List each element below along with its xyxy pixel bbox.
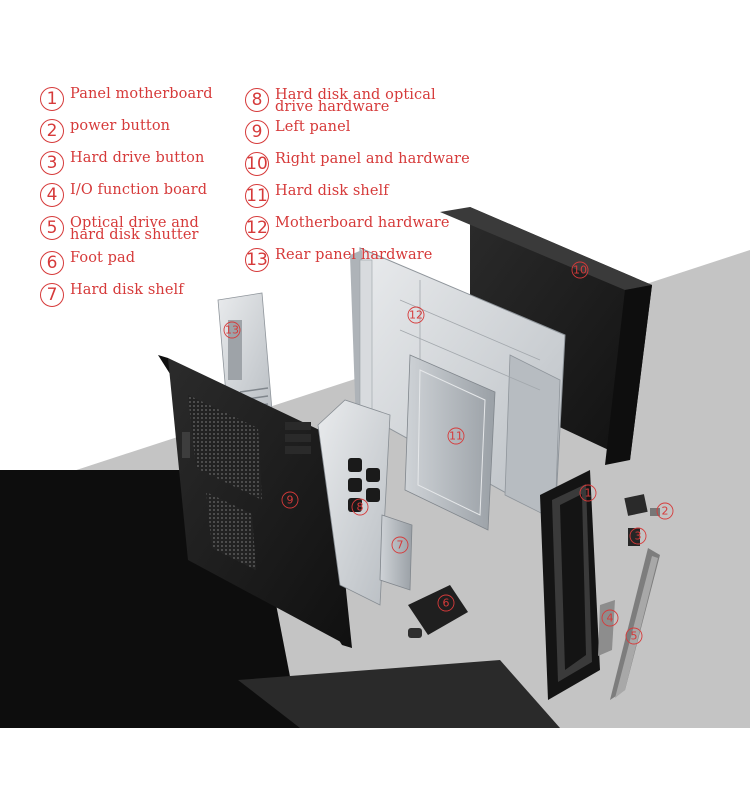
svg-text:3: 3 [635,530,642,543]
callout-1: 1 [579,484,597,502]
legend-number: 12 [245,216,269,240]
legend-item-3: 3 Hard drive button [40,151,204,175]
legend-number: 7 [40,283,64,307]
legend-item-6: 6 Foot pad [40,251,135,275]
legend-label: Hard disk and optical drive hardware [275,87,436,115]
legend-item-9: 9 Left panel [245,120,351,144]
foot-pad [408,585,468,638]
part-callouts: 10 12 13 11 9 8 7 6 1 2 3 4 5 [223,261,674,645]
callout-2: 2 [656,502,674,520]
callout-6: 6 [437,594,455,612]
legend-number: 6 [40,251,64,275]
legend-label: Motherboard hardware [275,215,450,231]
svg-text:9: 9 [287,494,294,507]
legend-number: 4 [40,183,64,207]
callout-12: 12 [407,306,425,324]
svg-text:7: 7 [397,539,404,552]
callout-11: 11 [447,427,465,445]
bottom-white [0,728,750,800]
legend-number: 9 [245,120,269,144]
svg-text:6: 6 [443,597,450,610]
small-parts [598,494,660,700]
svg-text:11: 11 [449,430,463,443]
drive-cage [285,399,391,606]
callout-4: 4 [601,609,619,627]
legend-label: Optical drive and hard disk shutter [70,215,199,243]
legend-item-8: 8 Hard disk and optical drive hardware [245,87,436,115]
callout-10: 10 [571,261,589,279]
legend-item-12: 12 Motherboard hardware [245,216,450,240]
legend-item-2: 2 power button [40,119,170,143]
legend-label: Rear panel hardware [275,247,433,263]
svg-text:4: 4 [607,612,614,625]
callout-8: 8 [351,498,369,516]
legend-label: Hard disk shelf [275,183,389,199]
callout-9: 9 [281,491,299,509]
legend-number: 2 [40,119,64,143]
front-panel [540,470,600,700]
legend-label: Foot pad [70,250,136,266]
callout-7: 7 [391,536,409,554]
svg-text:13: 13 [225,324,239,337]
legend-item-5: 5 Optical drive and hard disk shutter [40,215,199,243]
legend-label: Hard disk shelf [70,282,184,298]
dark-floor-band [238,660,560,728]
legend-item-7: 7 Hard disk shelf [40,283,184,307]
legend-number: 11 [245,184,269,208]
legend-item-10: 10 Right panel and hardware [245,152,470,176]
callout-3: 3 [629,527,647,545]
legend-item-1: 1 Panel motherboard [40,87,213,111]
callout-13: 13 [223,321,241,339]
svg-text:5: 5 [631,630,638,643]
legend-number: 1 [40,87,64,111]
hdd-shelf-7 [379,514,413,591]
parts-legend: 1 Panel motherboard 2 power button 3 Har… [0,0,750,307]
svg-text:8: 8 [357,501,364,514]
legend-label: Right panel and hardware [275,151,470,167]
legend-number: 3 [40,151,64,175]
svg-text:12: 12 [409,309,423,322]
legend-number: 5 [40,216,64,240]
legend-item-13: 13 Rear panel hardware [245,248,432,272]
legend-label: Left panel [275,119,351,135]
legend-number: 10 [245,152,269,176]
legend-number: 13 [245,248,269,272]
legend-label: power button [70,118,171,134]
legend-item-11: 11 Hard disk shelf [245,184,389,208]
legend-label: Panel motherboard [70,86,213,102]
left-panel [158,355,352,648]
svg-text:10: 10 [573,264,587,277]
svg-text:1: 1 [585,487,592,500]
legend-label: I/O function board [70,182,208,198]
legend-number: 8 [245,88,269,112]
hdd-shelf-11 [404,354,496,531]
legend-item-4: 4 I/O function board [40,183,207,207]
svg-text:2: 2 [662,505,669,518]
legend-label: Hard drive button [70,150,205,166]
callout-5: 5 [625,627,643,645]
